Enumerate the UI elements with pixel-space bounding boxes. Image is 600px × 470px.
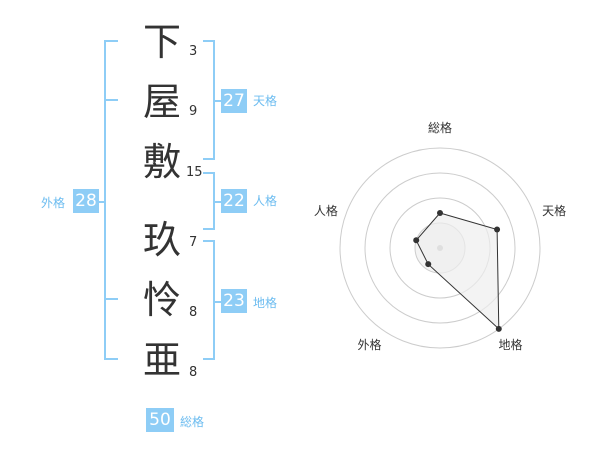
name-char-6: 亜 — [142, 338, 181, 382]
name-char-4: 玖 — [142, 218, 181, 262]
gaikaku-bracket-bottom — [104, 358, 118, 360]
gaikaku-label: 外格 — [41, 196, 66, 210]
jinkaku-bracket-bottom — [203, 228, 215, 230]
soukaku-value: 50 — [146, 408, 174, 432]
stroke-count-4: 7 — [189, 235, 198, 250]
gaikaku-connector — [97, 201, 106, 203]
radar-axis-label-2: 天格 — [542, 203, 566, 218]
jinkaku-connector — [213, 201, 222, 203]
jinkaku-label: 人格 — [253, 194, 278, 208]
soukaku-label: 総格 — [180, 415, 205, 429]
gaikaku-bracket-mid-2 — [104, 298, 118, 300]
name-char-3: 敷 — [142, 140, 181, 184]
name-char-1: 下 — [142, 20, 181, 64]
radar-point-4 — [425, 261, 432, 268]
chikaku-connector — [213, 301, 222, 303]
stroke-count-5: 8 — [189, 305, 198, 320]
gaikaku-bracket-top — [104, 40, 118, 42]
stroke-count-3: 15 — [186, 165, 203, 180]
name-char-5: 怜 — [142, 278, 181, 322]
gaikaku-bracket — [104, 40, 106, 360]
gaikaku-bracket-mid-1 — [104, 99, 118, 101]
tenkaku-connector — [213, 100, 222, 102]
chikaku-label: 地格 — [253, 296, 278, 310]
stroke-count-6: 8 — [189, 365, 198, 380]
tenkaku-bracket-bottom — [203, 158, 215, 160]
radar-ring — [339, 147, 541, 349]
chikaku-bracket — [213, 240, 215, 360]
radar-axis-label-4: 外格 — [357, 337, 381, 352]
gaikaku-value: 28 — [73, 189, 99, 213]
jinkaku-value: 22 — [221, 189, 247, 213]
name-char-2: 屋 — [142, 80, 181, 124]
radar-point-2 — [494, 226, 501, 233]
tenkaku-bracket-top — [203, 40, 215, 42]
radar-axis-label-3: 地格 — [499, 337, 523, 352]
jinkaku-bracket-top — [203, 172, 215, 174]
radar-axis-label-1: 総格 — [428, 120, 452, 135]
tenkaku-label: 天格 — [253, 94, 278, 108]
tenkaku-value: 27 — [221, 89, 247, 113]
radar-axis-label-5: 人格 — [314, 203, 338, 218]
chikaku-bracket-bottom — [203, 358, 215, 360]
radar-value-shape — [415, 212, 500, 331]
radar-ring — [364, 172, 516, 324]
radar-point-1 — [437, 210, 443, 216]
radar-point-5 — [413, 237, 420, 244]
stroke-count-1: 3 — [189, 44, 198, 59]
radar-point-3 — [495, 325, 502, 332]
chikaku-value: 23 — [221, 289, 247, 313]
chikaku-bracket-top — [203, 240, 215, 242]
stroke-count-2: 9 — [189, 104, 198, 119]
